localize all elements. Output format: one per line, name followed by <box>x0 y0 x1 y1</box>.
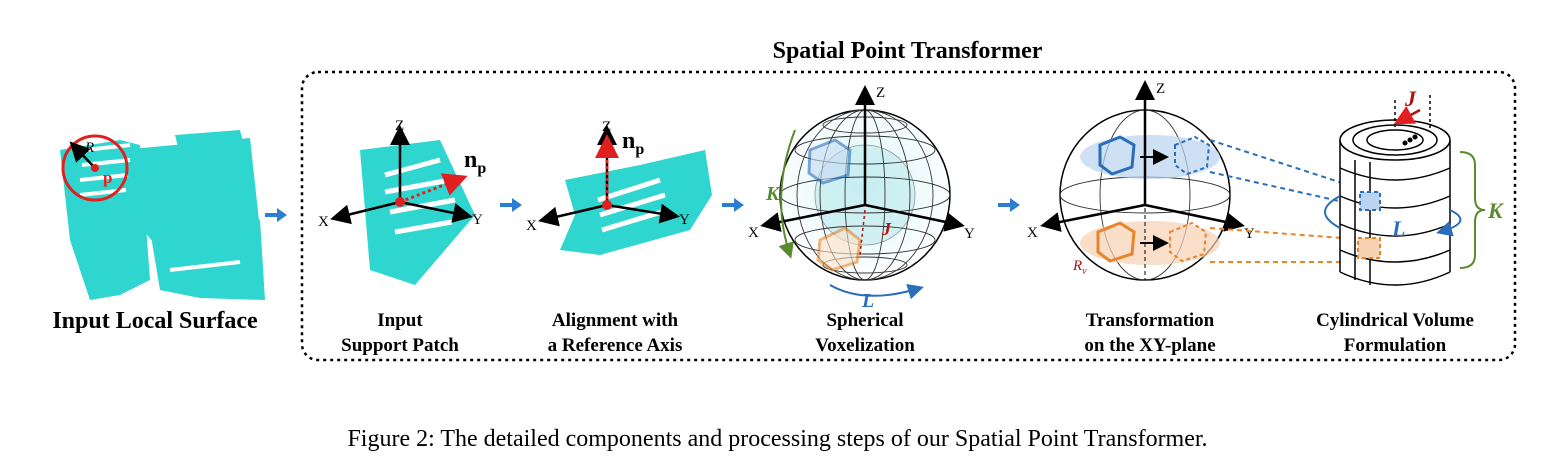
symbol-np-2: np <box>622 128 644 158</box>
support-patch-graphic <box>360 140 475 285</box>
l-arc-cylinder <box>1324 195 1341 229</box>
axis-x-4: X <box>1027 225 1038 241</box>
axis-x-3: X <box>748 225 759 241</box>
k-brace <box>1459 151 1486 269</box>
symbol-L-3: L <box>861 290 874 312</box>
spt-frame <box>300 70 1517 362</box>
symbol-R: R <box>84 140 94 156</box>
axis-z-3: Z <box>876 85 885 101</box>
symbol-p: p <box>103 168 112 187</box>
symbol-K-3: K <box>765 183 781 205</box>
xy-transform-graphic <box>1059 109 1231 281</box>
patch-center-dot <box>395 197 405 207</box>
aligned-center-dot <box>602 200 612 210</box>
figure-title: Spatial Point Transformer <box>772 38 1043 64</box>
step-label-support-patch: Input Support Patch <box>341 310 459 356</box>
input-surface-label: Input Local Surface <box>52 308 258 334</box>
axis-z-4: Z <box>1156 81 1165 97</box>
flow-arrows <box>265 198 1020 222</box>
j-arrow <box>1393 106 1421 125</box>
step-label-spherical-voxelization: Spherical Voxelization <box>815 310 915 356</box>
figure-caption: Figure 2: The detailed components and pr… <box>347 426 1208 452</box>
k-arc-arrow <box>778 129 796 259</box>
axis-y-1: Y <box>472 212 483 228</box>
radius-circle <box>61 134 129 202</box>
symbol-J-3: J <box>881 219 892 239</box>
blue-connector-top <box>1209 139 1371 193</box>
axes-4 <box>1040 80 1245 232</box>
symbol-J-5: J <box>1404 86 1417 111</box>
normal-arrow-1 <box>399 173 468 204</box>
symbol-K-5: K <box>1487 198 1504 223</box>
cylinder-graphic <box>1339 95 1451 286</box>
axis-y-4: Y <box>1244 226 1255 242</box>
axis-x-1: X <box>318 214 329 230</box>
symbol-L-5: L <box>1391 216 1405 241</box>
l-arc-cylinder-2 <box>1436 209 1462 237</box>
axis-z-1: Z <box>395 118 404 134</box>
axis-y-2: Y <box>679 212 690 228</box>
symbol-Rv: Rv <box>1072 258 1087 277</box>
step-label-cylindrical-volume: Cylindrical Volume Formulation <box>1316 310 1474 356</box>
step-label-transformation: Transformation on the XY-plane <box>1084 310 1216 356</box>
input-surface-graphic <box>60 130 265 300</box>
axes-1 <box>330 125 473 225</box>
symbol-np-1: np <box>464 147 486 177</box>
axis-x-2: X <box>526 218 537 234</box>
point-p-dot <box>91 164 99 172</box>
radius-arrow <box>69 141 96 169</box>
axis-z-2: Z <box>602 119 611 135</box>
axis-y-3: Y <box>964 226 975 242</box>
aligned-patch-graphic <box>560 150 712 255</box>
l-arc-arrow <box>829 283 924 300</box>
step-label-alignment: Alignment with a Reference Axis <box>547 310 683 356</box>
